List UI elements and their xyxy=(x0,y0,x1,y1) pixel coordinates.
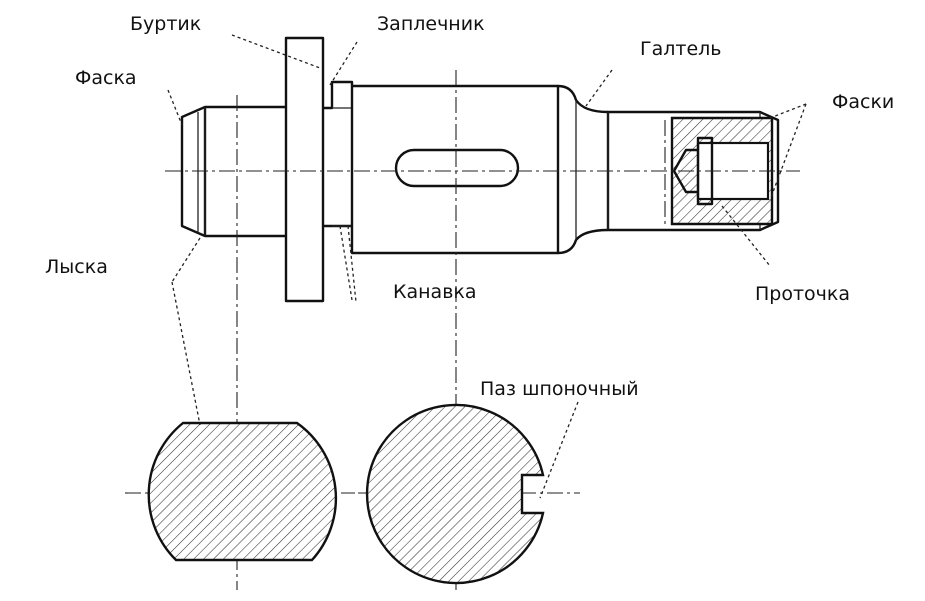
leader-faski-1 xyxy=(769,103,807,119)
shaft-side-view xyxy=(180,36,780,303)
groove-neck xyxy=(323,80,354,228)
main-body xyxy=(350,84,560,255)
flat-section xyxy=(147,421,338,562)
leader-faski-2 xyxy=(769,103,807,201)
leader-paz xyxy=(539,401,579,499)
leader-protochka xyxy=(721,205,771,267)
label-galtel: Галтель xyxy=(640,38,721,60)
label-lyska: Лыска xyxy=(45,256,108,278)
leader-lyska-bottom xyxy=(171,281,201,426)
label-paz: Паз шпоночный xyxy=(480,378,639,400)
leader-kanavka-2 xyxy=(347,225,357,303)
keyway-section xyxy=(365,403,545,585)
leader-lines xyxy=(167,34,807,499)
leader-faska xyxy=(167,89,183,126)
label-faski: Фаски xyxy=(832,91,894,113)
fillet xyxy=(557,84,609,255)
collar xyxy=(284,36,325,303)
leader-galtel xyxy=(585,69,613,107)
leader-zaplechnik xyxy=(329,41,358,86)
label-faska: Фаска xyxy=(75,67,137,89)
labels: Буртик Заплечник Фаска Галтель Фаски Лыс… xyxy=(45,13,894,400)
leader-kanavka xyxy=(339,225,353,301)
leader-lyska-top xyxy=(171,237,201,283)
label-zaplechnik: Заплечник xyxy=(377,13,485,35)
leader-burtik xyxy=(231,34,321,69)
label-burtik: Буртик xyxy=(130,13,201,35)
keyway-slot xyxy=(394,148,520,188)
label-kanavka: Канавка xyxy=(393,281,477,303)
bore-undercut xyxy=(696,136,714,206)
label-protochka: Проточка xyxy=(755,283,850,305)
